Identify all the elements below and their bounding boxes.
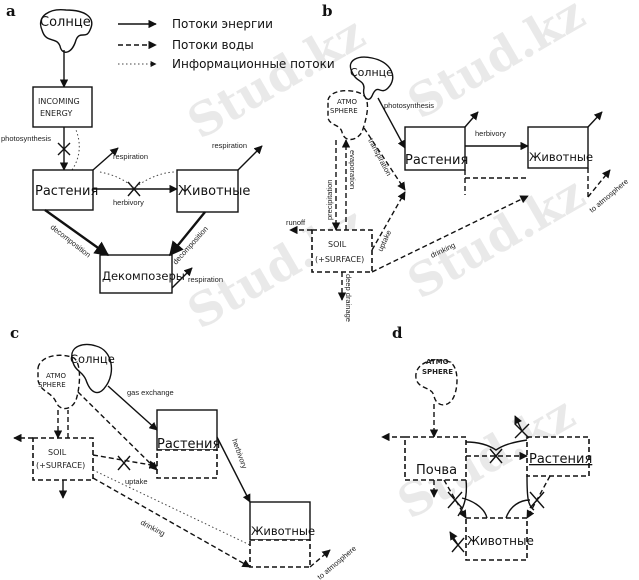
plants-box [156,409,218,451]
svg-text:gas exchange: gas exchange [127,388,174,397]
legend-water-label: Потоки воды [172,38,254,52]
panel-label: c [10,324,19,342]
svg-text:Животные: Животные [251,524,315,538]
sun-label: Солнце [40,15,91,30]
svg-text:to atmosphere: to atmosphere [316,544,359,580]
plants-box [404,126,466,171]
svg-text:Stud.kz: Stud.kz [399,0,594,130]
legend-info-label: Информационные потоки [172,57,335,71]
svg-text:(+SURFACE): (+SURFACE) [315,255,364,264]
svg-text:ATMO: ATMO [337,98,358,106]
svg-text:Stud.kz: Stud.kz [399,166,594,310]
svg-text:Животные: Животные [178,184,250,199]
svg-text:SPHERE: SPHERE [422,368,453,376]
svg-text:Солнце: Солнце [350,66,393,79]
svg-text:uptake: uptake [376,229,394,253]
svg-text:SPHERE: SPHERE [38,381,66,389]
svg-text:photosynthesis: photosynthesis [1,134,51,143]
svg-text:Растения: Растения [529,452,592,467]
atmosphere-shape [327,89,369,141]
svg-text:herbivory: herbivory [113,198,144,207]
svg-text:transpiration: transpiration [366,137,393,178]
svg-text:drinking: drinking [139,518,166,538]
incoming-energy-box [32,86,93,128]
svg-text:uptake: uptake [125,477,148,486]
svg-text:Животные: Животные [529,150,593,164]
panel-d: d ATMO- SPHERE Почва Растения Животные [381,324,592,561]
svg-text:herbivory: herbivory [230,438,249,470]
svg-text:runoff: runoff [286,218,306,227]
svg-text:deep drainage: deep drainage [344,274,353,322]
svg-text:ATMO: ATMO [46,372,67,380]
svg-text:herbivory: herbivory [475,129,506,138]
svg-text:Почва: Почва [416,463,457,478]
svg-text:ATMO-: ATMO- [426,358,452,366]
svg-text:photosynthesis: photosynthesis [384,101,434,110]
svg-text:to atmosphere: to atmosphere [588,177,631,215]
atmosphere-shape [37,354,81,410]
svg-text:Растения: Растения [405,153,468,168]
panel-c: c Солнце ATMO SPHERE Растения Животные S… [10,324,358,580]
legend: Потоки энергии Потоки воды Информационны… [118,17,335,71]
sun-shape [349,56,394,100]
svg-text:respiration: respiration [212,141,247,150]
svg-text:respiration: respiration [188,275,223,284]
svg-text:(+SURFACE): (+SURFACE) [36,461,85,470]
svg-text:SOIL: SOIL [48,448,67,457]
plants-box [526,436,590,477]
svg-text:ENERGY: ENERGY [40,109,72,118]
sun-shape [71,343,113,394]
soil-box [404,436,467,481]
svg-text:evaporation: evaporation [348,150,357,189]
svg-text:respiration: respiration [113,152,148,161]
svg-text:Растения: Растения [157,437,220,452]
sun-shape [39,9,93,53]
panel-label: a [6,2,16,20]
svg-text:Растения: Растения [35,184,98,199]
legend-energy-label: Потоки энергии [172,17,273,31]
panel-label: b [322,2,333,20]
animals-box [249,501,311,541]
atmosphere-shape [415,359,458,406]
decomposers-box [99,254,173,294]
animals-box [176,169,239,213]
animals-box [465,517,528,561]
soil-box [311,229,373,273]
soil-box [32,437,94,481]
svg-text:INCOMING: INCOMING [38,97,80,106]
svg-text:Декомпозеры: Декомпозеры [102,269,185,283]
svg-text:SPHERE: SPHERE [330,107,358,115]
plants-box [32,169,94,211]
animals-box [527,126,589,169]
svg-text:Животные: Животные [467,534,534,548]
svg-text:SOIL: SOIL [328,240,347,249]
panel-label: d [392,324,403,342]
svg-text:Солнце: Солнце [70,352,115,366]
svg-text:precipitation: precipitation [325,180,334,220]
